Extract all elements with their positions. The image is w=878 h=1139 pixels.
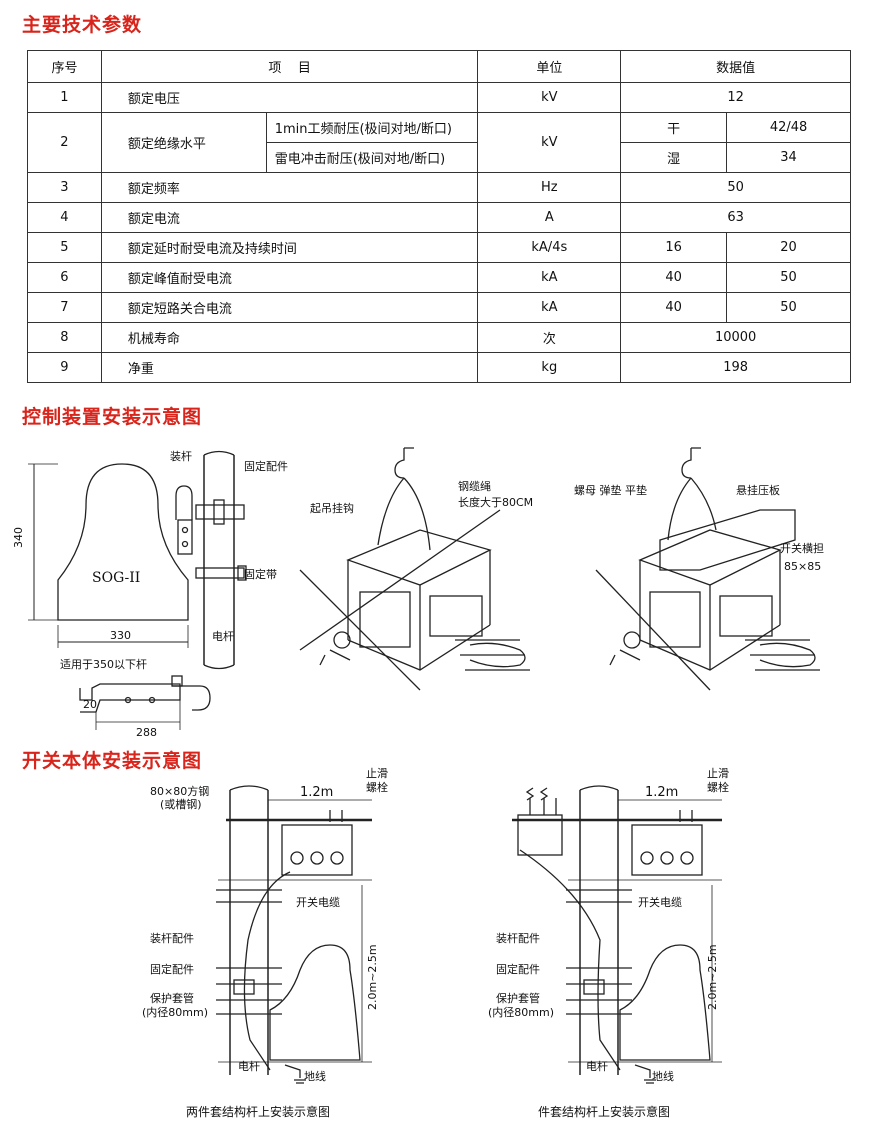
cable-label-right: 开关电缆 <box>638 895 682 909</box>
pole-label-right: 电杆 <box>586 1059 608 1073</box>
row-value: 10000 <box>620 322 851 353</box>
bolt-label-1-right: 止滑 <box>707 767 729 780</box>
header-item: 项 目 <box>100 50 479 83</box>
distance-label: 1.2m <box>300 785 333 800</box>
row-value: 198 <box>620 352 851 383</box>
table-header-row: 序号 项 目 单位 数据值 <box>27 50 851 83</box>
bolt-label-1: 止滑 <box>366 767 388 780</box>
table-row: 4 额定电流 A 63 <box>27 202 851 233</box>
row-value: 50 <box>620 172 851 203</box>
steel-alt-label: (或槽钢) <box>160 798 202 811</box>
table-row: 8 机械寿命 次 10000 <box>27 322 851 353</box>
row-value-1: 16 <box>620 232 728 263</box>
row-unit: kV <box>477 112 622 173</box>
sleeve-label: 保护套管 <box>150 991 194 1005</box>
row-no: 8 <box>27 322 102 353</box>
table-row: 2 额定绝缘水平 1min工频耐压(极间对地/断口) kV 干 42/48 <box>27 112 851 173</box>
dim-height: 340 <box>12 527 25 548</box>
lift-drawing <box>299 447 530 691</box>
row-item: 额定短路关合电流 <box>100 292 479 323</box>
row-unit: kg <box>477 352 622 383</box>
caption-right: 件套结构杆上安装示意图 <box>538 1104 670 1119</box>
row-subitem: 雷电冲击耐压(极间对地/断口) <box>265 142 479 173</box>
bracket-dim-2: 288 <box>136 726 157 739</box>
sleeve-label-right: 保护套管 <box>496 991 540 1005</box>
section-title-specs: 主要技术参数 <box>22 14 143 36</box>
ground-label-right: 地线 <box>652 1069 674 1083</box>
nut-label: 螺母 弹垫 平垫 <box>574 483 647 497</box>
table-row: 6 额定峰值耐受电流 kA 40 50 <box>27 262 851 293</box>
row-value-1: 40 <box>620 262 728 293</box>
install-left-drawing <box>216 785 372 1084</box>
fix-fitting-label-right: 固定配件 <box>496 962 540 976</box>
row-item: 额定峰值耐受电流 <box>100 262 479 293</box>
fix-fitting-label: 固定配件 <box>150 962 194 976</box>
mount-label: 装杆 <box>170 449 192 463</box>
row-no: 4 <box>27 202 102 233</box>
pole-label-left: 电杆 <box>238 1059 260 1073</box>
header-value: 数据值 <box>620 50 851 83</box>
row-no: 1 <box>27 82 102 113</box>
bracket-dim-1: 20 <box>83 698 97 711</box>
row-dry-label: 干 <box>620 112 728 143</box>
row-wet-label: 湿 <box>620 142 728 173</box>
table-row: 9 净重 kg 198 <box>27 352 851 383</box>
sleeve-size-label: (内径80mm) <box>142 1005 208 1019</box>
table-row: 3 额定频率 Hz 50 <box>27 172 851 203</box>
row-item: 额定延时耐受电流及持续时间 <box>100 232 479 263</box>
row-item: 净重 <box>100 352 479 383</box>
fixing-band-label: 固定带 <box>244 567 277 581</box>
row-value-2: 50 <box>726 292 851 323</box>
spec-table: 序号 项 目 单位 数据值 1 额定电压 kV 12 2 额定绝缘水平 1min… <box>27 50 851 383</box>
beam-size-label: 85×85 <box>784 560 821 573</box>
plate-label: 悬挂压板 <box>736 483 780 497</box>
caption-left: 两件套结构杆上安装示意图 <box>186 1104 330 1119</box>
steel-label: 80×80方钢 <box>150 784 209 798</box>
row-unit: Hz <box>477 172 622 203</box>
distance-label-right: 1.2m <box>645 785 678 800</box>
model-label: SOG-II <box>92 570 140 586</box>
row-item: 额定电压 <box>100 82 479 113</box>
row-unit: kA <box>477 262 622 293</box>
row-unit: 次 <box>477 322 622 353</box>
row-value: 63 <box>620 202 851 233</box>
bolt-label-2: 螺栓 <box>366 780 388 794</box>
height-label: 2.0m~2.5m <box>366 944 379 1010</box>
pole-label: 电杆 <box>212 629 234 643</box>
note-label: 适用于350以下杆 <box>60 657 147 671</box>
bolt-label-2-right: 螺栓 <box>707 780 729 794</box>
row-dry-value: 42/48 <box>726 112 851 143</box>
control-box-drawing <box>28 450 247 730</box>
dim-width: 330 <box>110 629 131 642</box>
cable-label: 开关电缆 <box>296 895 340 909</box>
section-title-control: 控制装置安装示意图 <box>22 406 203 428</box>
table-row: 5 额定延时耐受电流及持续时间 kA/4s 16 20 <box>27 232 851 263</box>
rope-length-label: 长度大于80CM <box>458 495 533 509</box>
row-unit: A <box>477 202 622 233</box>
row-item: 机械寿命 <box>100 322 479 353</box>
install-right-drawing <box>512 785 722 1084</box>
rope-label: 钢缆绳 <box>458 479 491 493</box>
header-no: 序号 <box>27 50 102 83</box>
mount-fitting-label-right: 装杆配件 <box>496 931 540 945</box>
row-subitem: 1min工频耐压(极间对地/断口) <box>265 112 479 143</box>
section-title-switch: 开关本体安装示意图 <box>22 750 203 772</box>
hook-label: 起吊挂钩 <box>310 501 354 515</box>
row-no: 9 <box>27 352 102 383</box>
height-label-right: 2.0m~2.5m <box>706 944 719 1010</box>
table-row: 雷电冲击耐压(极间对地/断口) 湿 34 <box>28 142 851 173</box>
row-item: 额定绝缘水平 <box>100 112 267 173</box>
mount-fitting-label: 装杆配件 <box>150 931 194 945</box>
beam-label: 开关横担 <box>780 541 824 555</box>
fixing-fitting-label: 固定配件 <box>244 459 288 473</box>
hanging-drawing <box>595 447 820 691</box>
sleeve-size-label-right: (内径80mm) <box>488 1005 554 1019</box>
ground-label-left: 地线 <box>304 1069 326 1083</box>
